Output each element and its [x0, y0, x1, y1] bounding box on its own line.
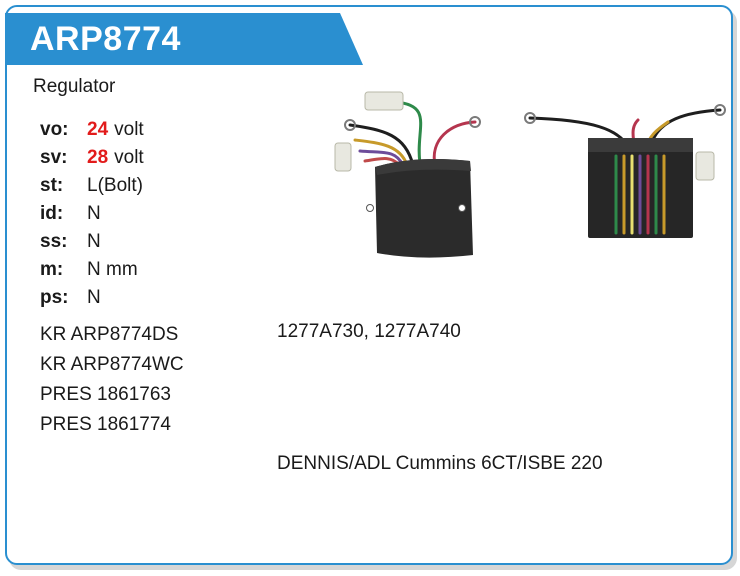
spec-value: L(Bolt) [87, 175, 143, 196]
spec-list: vo: 24 volt sv: 28 volt st: L(Bolt) id: … [40, 116, 144, 312]
application-text: DENNIS/ADL Cummins 6CT/ISBE 220 [277, 453, 603, 474]
spec-row: ps: N [40, 284, 144, 312]
spec-key: st: [40, 175, 64, 196]
spec-row: st: L(Bolt) [40, 172, 144, 200]
cross-reference-item: PRES 1861774 [40, 414, 171, 435]
spec-unit: volt [114, 147, 144, 168]
spec-unit: volt [114, 119, 144, 140]
title-banner [5, 13, 363, 65]
oe-numbers: 1277A730, 1277A740 [277, 321, 461, 342]
product-photo-back [524, 104, 726, 238]
spec-value: N mm [87, 259, 138, 280]
spec-row: ss: N [40, 228, 144, 256]
spec-value: N [87, 287, 101, 308]
spec-value: 28 [87, 147, 109, 168]
spec-key: ss: [40, 231, 68, 252]
spec-key: vo: [40, 119, 69, 140]
spec-key: sv: [40, 147, 68, 168]
spec-key: id: [40, 203, 64, 224]
cross-reference-item: PRES 1861763 [40, 384, 171, 405]
spec-key: ps: [40, 287, 69, 308]
cross-reference-item: KR ARP8774WC [40, 354, 184, 375]
spec-value: 24 [87, 119, 109, 140]
product-type: Regulator [33, 76, 116, 97]
product-photo-front [334, 91, 481, 258]
cross-reference-list: KR ARP8774DS KR ARP8774WC PRES 1861763 P… [40, 320, 184, 440]
spec-key: m: [40, 259, 64, 280]
spec-value: N [87, 203, 101, 224]
spec-row: id: N [40, 200, 144, 228]
product-code: ARP8774 [30, 20, 181, 58]
spec-row: sv: 28 volt [40, 144, 144, 172]
spec-row: m: N mm [40, 256, 144, 284]
cross-reference-item: KR ARP8774DS [40, 324, 179, 345]
spec-row: vo: 24 volt [40, 116, 144, 144]
spec-value: N [87, 231, 101, 252]
